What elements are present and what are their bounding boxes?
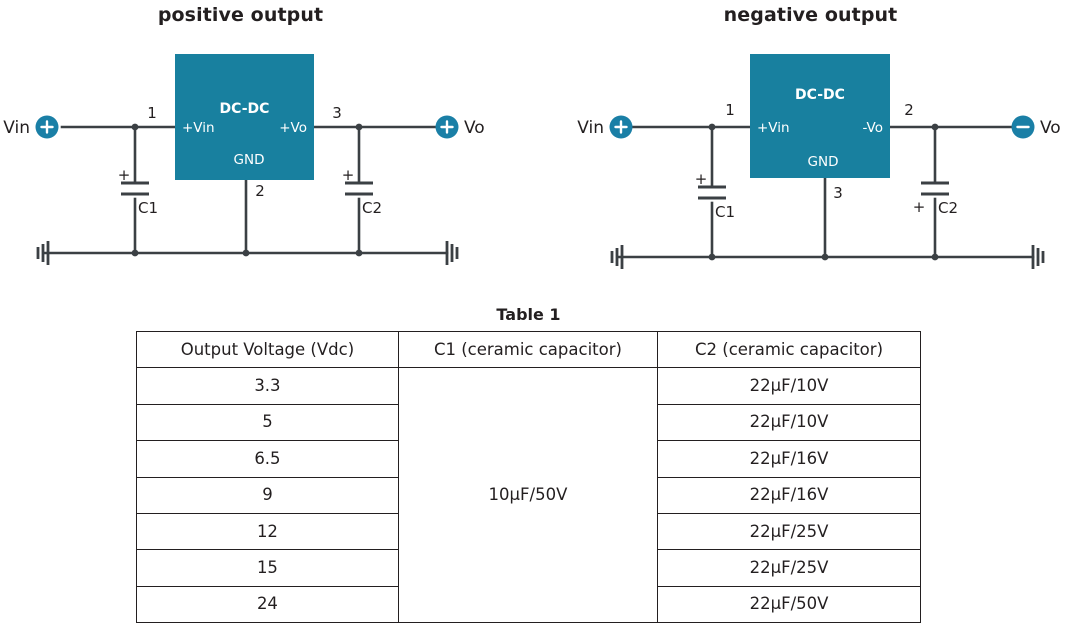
cell-output-voltage: 6.5	[136, 440, 399, 478]
table-row: 3.3 10µF/50V 22µF/10V	[136, 367, 921, 623]
cell-output-voltage: 12	[136, 512, 399, 551]
negative-output-title: negative output	[723, 4, 898, 26]
cell-c2-value: 22µF/16V	[657, 476, 921, 514]
circuit-positive-output: positive output	[0, 0, 533, 290]
junction-dot-gnd-c1-right	[708, 253, 716, 261]
table-row: 9 22µF/16V	[136, 476, 921, 514]
pin-label-vin-right: +Vin	[757, 120, 790, 136]
dcdc-block-label-right: DC-DC	[795, 87, 845, 103]
cell-output-voltage: 15	[136, 549, 399, 587]
junction-dot-gnd-c2-right	[931, 253, 939, 261]
pin-label-vin-left: +Vin	[182, 120, 215, 136]
c1-label-right: C1	[715, 203, 735, 221]
input-terminal-label-left: Vin	[3, 118, 30, 138]
pin-label-vo-right: -Vo	[862, 120, 883, 136]
junction-dot-gnd-c1-left	[131, 249, 139, 257]
output-terminal-label-right: Vo	[1040, 118, 1061, 138]
c1-polarity-left: +	[118, 166, 131, 184]
cell-c2-value: 22µF/25V	[657, 512, 921, 551]
cell-c2-value: 22µF/10V	[657, 367, 921, 405]
table-row: 15 22µF/25V	[136, 549, 921, 587]
table-title: Table 1	[496, 305, 561, 324]
positive-output-title: positive output	[157, 4, 324, 26]
dcdc-block-right	[750, 54, 890, 178]
junction-dot-output-left	[355, 123, 363, 131]
pin-number-2-left: 2	[255, 182, 265, 200]
output-terminal-label-left: Vo	[464, 118, 485, 138]
plus-icon-input-left	[40, 120, 54, 134]
pin-label-gnd-left: GND	[234, 152, 265, 168]
c2-label-right: C2	[938, 199, 958, 217]
pin-label-vo-left: +Vo	[279, 120, 307, 136]
c2-polarity-left: +	[342, 166, 355, 184]
table-header-output-voltage: Output Voltage (Vdc)	[136, 330, 399, 369]
plus-icon-output-left	[440, 120, 454, 134]
cell-output-voltage: 5	[136, 403, 399, 442]
pin-number-1-left: 1	[147, 104, 157, 122]
pin-number-3-left: 3	[332, 104, 342, 122]
cell-c2-value: 22µF/50V	[657, 585, 921, 623]
negative-output-schematic: DC-DC +Vin -Vo GND 1 3 2 + C1 + C2 Vin	[533, 0, 1066, 290]
dcdc-block-label-left: DC-DC	[220, 101, 270, 117]
junction-dot-gnd-c2-left	[355, 249, 363, 257]
table-row: 6.5 22µF/16V	[136, 440, 921, 478]
pin-number-1-right: 1	[725, 101, 735, 119]
table-header-c1: C1 (ceramic capacitor)	[397, 330, 659, 369]
pin-number-3-right: 3	[833, 184, 843, 202]
cell-output-voltage: 9	[136, 476, 399, 514]
positive-output-schematic: DC-DC +Vin +Vo GND 1 2 3 + C1 + C2 Vin	[0, 0, 533, 290]
table-row: 24 22µF/50V	[136, 585, 921, 623]
c2-polarity-right: +	[913, 198, 926, 216]
table-header-row: Output Voltage (Vdc) C1 (ceramic capacit…	[136, 330, 921, 369]
table-row: 5 22µF/10V	[136, 403, 921, 442]
c1-polarity-right: +	[695, 170, 708, 188]
table-row: 12 22µF/25V	[136, 512, 921, 551]
junction-dot-input-left	[131, 123, 139, 131]
dcdc-block-left	[175, 54, 314, 180]
cell-output-voltage: 24	[136, 585, 399, 623]
cell-c2-value: 22µF/25V	[657, 549, 921, 587]
c1-label-left: C1	[138, 199, 158, 217]
junction-dot-input-right	[708, 123, 716, 131]
cell-c1-value: 10µF/50V	[397, 367, 659, 623]
c2-label-left: C2	[362, 199, 382, 217]
cell-c2-value: 22µF/16V	[657, 440, 921, 478]
cell-c2-value: 22µF/10V	[657, 403, 921, 442]
pin-number-2-right: 2	[904, 101, 914, 119]
table-header-c2: C2 (ceramic capacitor)	[657, 330, 921, 369]
pin-label-gnd-right: GND	[808, 154, 839, 170]
plus-icon-input-right	[614, 120, 628, 134]
cell-output-voltage: 3.3	[136, 367, 399, 405]
junction-dot-gnd-pin-left	[242, 249, 250, 257]
capacitor-spec-table: Output Voltage (Vdc) C1 (ceramic capacit…	[136, 330, 921, 623]
input-terminal-label-right: Vin	[577, 118, 604, 138]
junction-dot-output-right	[931, 123, 939, 131]
circuit-negative-output: negative output	[533, 0, 1066, 290]
junction-dot-gnd-pin-right	[821, 253, 829, 261]
